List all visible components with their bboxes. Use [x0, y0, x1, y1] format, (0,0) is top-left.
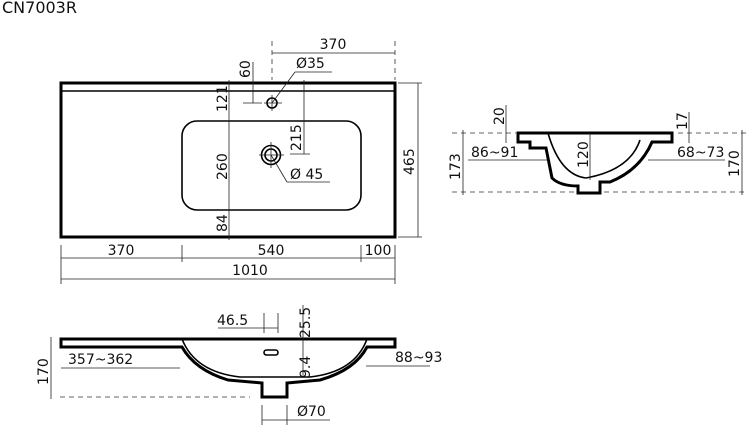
dim-rim-left: 20 [492, 107, 508, 125]
dim-drain-diameter: Ø70 [297, 404, 326, 420]
dim-tap-offset: 370 [320, 37, 347, 53]
dim-overflow-width: 46.5 [217, 313, 248, 329]
dim-side-height-left: 173 [448, 153, 464, 180]
dim-front-right-offset: 88~93 [395, 350, 442, 366]
dim-tap-hole: Ø35 [296, 56, 325, 72]
dim-overflow-top: 25.5 [298, 307, 314, 338]
dim-offset-right: 68~73 [677, 145, 724, 161]
dim-front-left-offset: 357~362 [68, 352, 133, 368]
model-title: CN7003R [2, 0, 77, 17]
side-view: 173 20 86~91 120 17 68~73 170 [448, 105, 748, 195]
front-view: 170 357~362 46.5 25.5 9.4 88~93 Ø70 [36, 305, 442, 425]
countertop-outline [59, 81, 397, 239]
dim-tap-to-basin: 121 [215, 85, 231, 112]
dim-offset-left: 86~91 [471, 145, 518, 161]
dim-front-height: 170 [36, 358, 52, 385]
dim-front-margin: 84 [215, 214, 231, 232]
dim-rim-right: 17 [675, 112, 691, 130]
dim-drain-hole: Ø 45 [290, 167, 323, 183]
top-view: 370 Ø35 60 121 260 84 215 Ø 45 465 370 5… [59, 37, 422, 284]
dim-basin-depth: 260 [215, 153, 231, 180]
dim-right-margin: 100 [365, 243, 392, 259]
dim-tap-depth: 60 [238, 60, 254, 78]
dim-basin-width: 540 [258, 243, 285, 259]
dim-bowl-depth: 120 [576, 141, 592, 168]
overflow-slot [263, 349, 279, 356]
dim-left-deck: 370 [108, 243, 135, 259]
dim-overflow-height: 9.4 [298, 356, 314, 378]
dim-total-width: 1010 [232, 263, 268, 279]
dim-drain-from-back: 215 [289, 124, 305, 151]
dim-side-height-right: 170 [727, 150, 743, 177]
front-profile [59, 337, 397, 399]
basin-outline [181, 120, 362, 211]
side-profile [516, 131, 674, 195]
dim-total-depth: 465 [402, 148, 418, 175]
